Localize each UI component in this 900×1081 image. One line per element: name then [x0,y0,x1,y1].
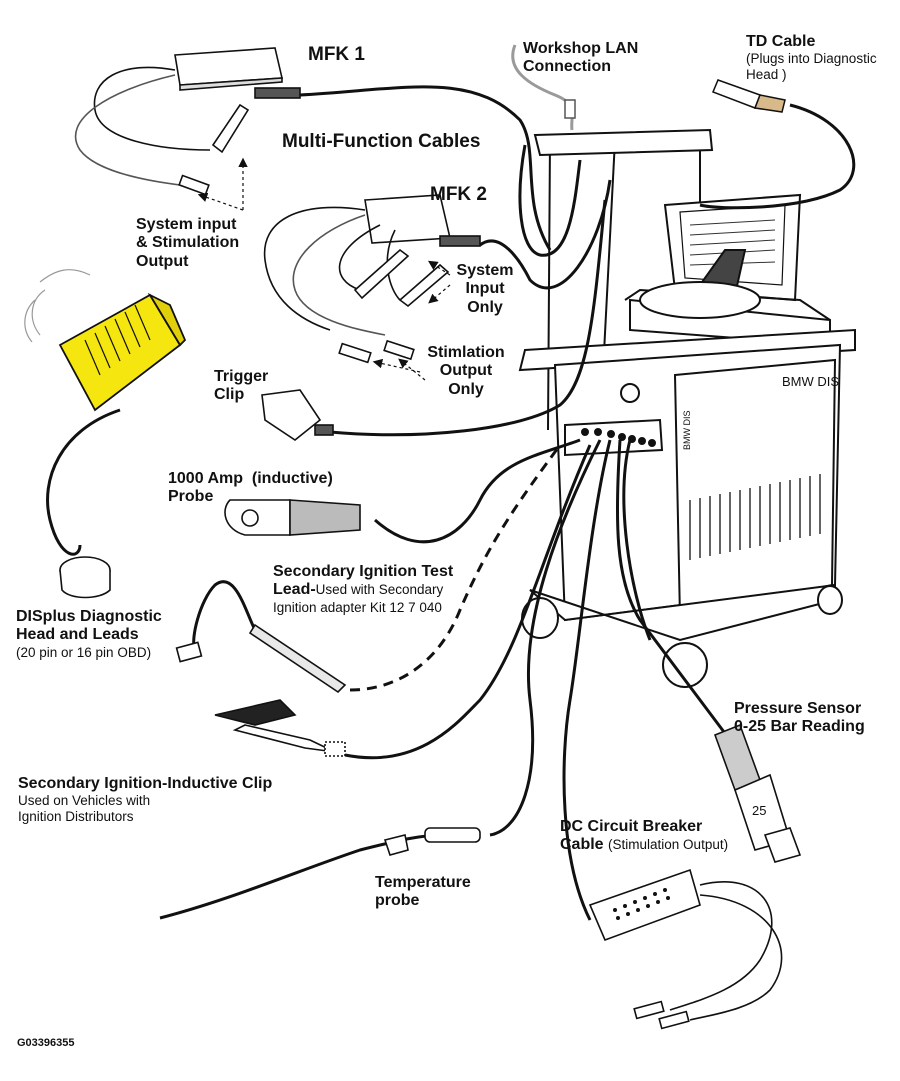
label-amp-probe: 1000 Amp (inductive) Probe [168,470,333,506]
inductive-clip [214,699,346,757]
label-secondary-ignition-inductive: Secondary Ignition-Inductive Clip Used o… [18,775,273,824]
label-multi-function-cables: Multi-Function Cables [282,131,481,152]
secondary-ignition-lead [175,623,347,694]
trigger-clip [261,389,334,441]
label-mfk2: MFK 2 [430,184,487,205]
pressure-sensor-value: 25 [752,803,766,818]
label-trigger-clip: Trigger Clip [214,368,269,404]
td-cable-plug [712,79,786,113]
label-secondary-ignition-test-lead: Secondary Ignition Test Lead-Used with S… [273,563,454,615]
label-temperature-probe: Temperature probe [375,874,471,910]
label-workshop-lan: Workshop LAN Connection [523,40,639,76]
label-pressure-sensor: Pressure Sensor 0-25 Bar Reading [734,700,865,736]
diagnostic-head [58,292,187,412]
label-dc-circuit-breaker: DC Circuit Breaker Cable (Stimulation Ou… [560,818,729,854]
temperature-probe [383,827,481,856]
amp-probe [224,499,361,536]
callout-arrows [197,157,451,381]
label-displus-head: DISplus Diagnostic Head and Leads (20 pi… [16,608,162,660]
cart-brand-side: BMW DIS [682,411,692,451]
pressure-sensor [713,723,802,863]
label-system-input-stimulation: System input & Stimulation Output [136,216,240,270]
dis-cart [518,128,856,688]
label-system-input-only: System Input Only [456,262,514,316]
label-td-cable: TD Cable (Plugs into Diagnostic Head ) [746,33,877,82]
mfk2-module [263,194,481,364]
mfk1-module [74,47,301,196]
cables [46,85,856,921]
dc-circuit-breaker [588,868,783,1030]
obd-connector [59,556,111,599]
diag-head-waves [24,269,91,343]
cart-brand-top: BMW DIS [782,374,839,389]
figure-code: G03396355 [17,1037,75,1049]
label-stimulation-output-only: Stimlation Output Only [427,344,505,398]
label-mfk1: MFK 1 [308,44,365,65]
